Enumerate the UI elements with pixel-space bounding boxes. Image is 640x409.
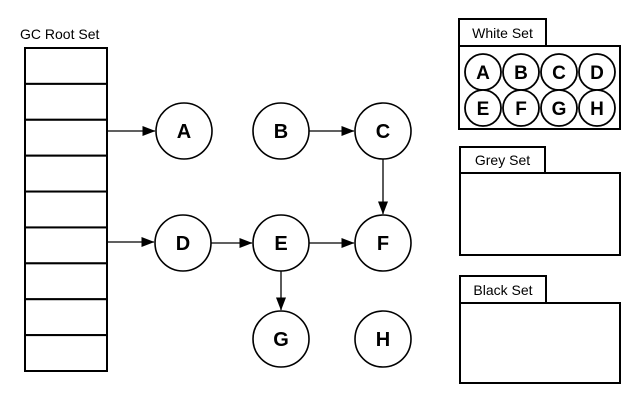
- grey-set-tab: [459, 146, 546, 174]
- white-set-label: White Set: [472, 24, 533, 41]
- gc-root-set-label: GC Root Set: [20, 26, 100, 42]
- white-set-member-label-D: D: [590, 63, 604, 84]
- node-label-C: C: [376, 121, 390, 143]
- white-set-member-G: [540, 89, 578, 127]
- white-set-member-label-A: A: [476, 63, 490, 84]
- gc-root-cell-2: [24, 82, 108, 121]
- node-C: [354, 102, 412, 160]
- gc-root-cell-9: [24, 334, 108, 373]
- white-set-member-F: [502, 89, 540, 127]
- node-B: [252, 102, 310, 160]
- grey-set-body: [459, 172, 621, 256]
- white-set-member-label-G: G: [552, 99, 567, 120]
- gc-root-cell-8: [24, 298, 108, 337]
- gc-root-cell-7: [24, 262, 108, 301]
- node-label-F: F: [377, 233, 389, 255]
- grey-set-label: Grey Set: [474, 152, 531, 168]
- white-set-member-label-F: F: [515, 99, 527, 120]
- gc-root-cell-3: [24, 118, 108, 157]
- white-set-member-label-C: C: [552, 63, 566, 84]
- black-set-label: Black Set: [473, 281, 533, 298]
- gc-root-cell-5: [24, 190, 108, 229]
- node-label-D: D: [176, 233, 190, 255]
- node-F: [354, 214, 412, 272]
- node-H: [354, 310, 412, 368]
- gc-root-cell-1: [24, 47, 108, 85]
- white-set-member-E: [464, 89, 502, 127]
- node-label-B: B: [274, 121, 288, 143]
- white-set-member-label-H: H: [590, 99, 604, 120]
- node-label-H: H: [376, 329, 390, 351]
- node-D: [154, 214, 212, 272]
- white-set-member-H: [578, 89, 616, 127]
- node-E: [252, 214, 310, 272]
- white-set-tab: [458, 18, 547, 47]
- node-G: [252, 310, 310, 368]
- white-set-member-label-E: E: [477, 99, 490, 120]
- white-set-member-label-B: B: [514, 63, 528, 84]
- node-label-A: A: [177, 121, 191, 143]
- node-label-E: E: [274, 233, 287, 255]
- node-label-G: G: [273, 329, 289, 351]
- black-set-tab: [459, 275, 547, 304]
- node-A: [155, 102, 213, 160]
- gc-root-cell-4: [24, 154, 108, 193]
- gc-root-cell-6: [24, 226, 108, 265]
- black-set-body: [459, 302, 621, 384]
